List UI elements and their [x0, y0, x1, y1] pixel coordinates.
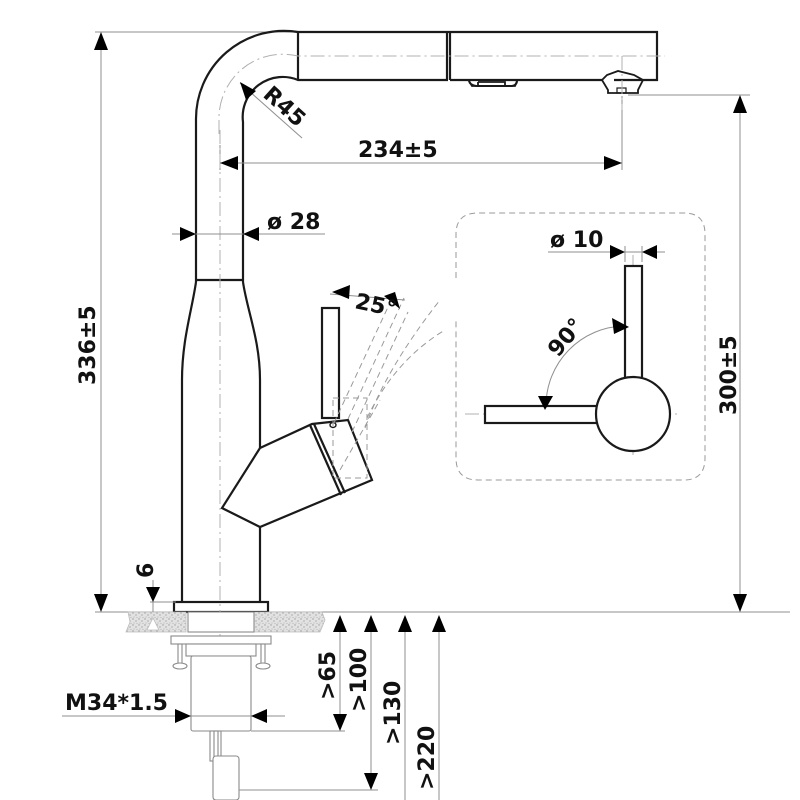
dim-body-diameter: ø 28 [172, 210, 325, 241]
dim-min-100-label: >100 [347, 648, 372, 712]
dim-spout-height: 300±5 [717, 95, 747, 612]
dim-min-130-label: >130 [381, 681, 406, 745]
lever-rod [320, 306, 341, 420]
dim-base-thickness-label: 6 [134, 563, 159, 578]
mounting-hardware [170, 611, 272, 800]
dim-min-220-label: >220 [415, 726, 440, 790]
lever-handle [220, 291, 446, 529]
dim-min-depths: >65 >100 >130 >220 [239, 615, 446, 800]
detail-top-view: ø 10 90° [455, 212, 706, 481]
dim-overall-height: 336±5 [76, 32, 108, 612]
dim-thread: M34*1.5 [62, 691, 285, 723]
aerator-head [600, 70, 645, 94]
dim-spout-height-label: 300±5 [717, 335, 742, 415]
dim-overall-height-label: 336±5 [76, 305, 101, 385]
dim-spout-reach-label: 234±5 [358, 138, 438, 163]
dim-lever-rotation-label: 90° [543, 314, 589, 362]
dim-thread-label: M34*1.5 [65, 691, 168, 716]
extension-lines [95, 31, 790, 613]
threaded-shank [190, 655, 252, 732]
dim-lever-tilt: 25° [329, 285, 406, 323]
dim-bend-radius: R45 [239, 82, 310, 139]
dim-bend-radius-label: R45 [258, 82, 310, 132]
lever-rod-horizontal [483, 404, 602, 425]
dim-base-thickness: 6 [134, 563, 176, 612]
dim-lever-diameter-label: ø 10 [550, 228, 603, 253]
dim-spout-reach: 234±5 [220, 138, 622, 170]
spout [194, 29, 665, 134]
lever-rod-vertical [623, 264, 644, 383]
lever-ghost-positions [332, 291, 446, 479]
dim-body-diameter-label: ø 28 [267, 210, 320, 235]
lever-hub [594, 375, 672, 453]
dim-min-65-label: >65 [316, 651, 341, 700]
countertop [125, 611, 326, 633]
